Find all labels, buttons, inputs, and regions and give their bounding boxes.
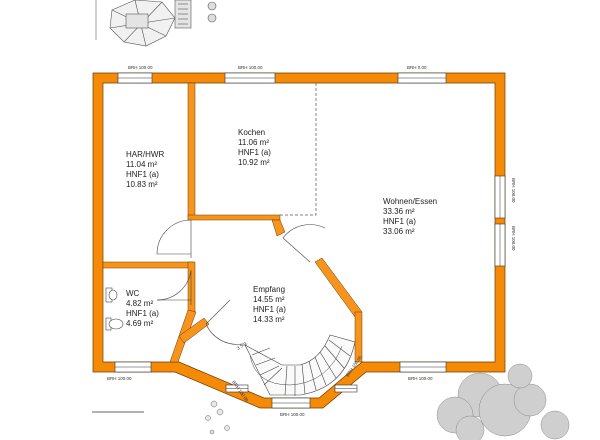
room-hnf: HNF1 (a)	[383, 217, 416, 226]
exterior-wall	[92, 72, 506, 409]
room-label-har-hwr: HAR/HWR 11.04 m² HNF1 (a) 10.83 m²	[126, 150, 164, 189]
room-area: 4.82 m²	[126, 299, 153, 308]
sink-icon	[105, 287, 118, 303]
room-label-empfang: Empfang 14.55 m² HNF1 (a) 14.33 m²	[253, 285, 286, 324]
window-sill-height-label: BRH 0.00	[407, 65, 427, 70]
window-sill-height-label: BRH 100.00	[408, 376, 433, 381]
terrace-tree-icon	[109, 0, 217, 47]
kitchen-partition	[280, 83, 317, 216]
window-sill-height-label: BRH 100.00	[128, 65, 153, 70]
bush-icon	[436, 363, 570, 440]
room-name: WC	[126, 289, 140, 298]
room-name: Empfang	[253, 285, 285, 294]
room-name: Kochen	[238, 128, 265, 137]
toilet-icon	[105, 317, 124, 331]
room-net-area: 4.69 m²	[126, 319, 153, 328]
room-net-area: 10.92 m²	[238, 158, 270, 167]
room-hnf: HNF1 (a)	[126, 309, 159, 318]
room-label-wc: WC 4.82 m² HNF1 (a) 4.69 m²	[126, 289, 159, 328]
room-net-area: 10.83 m²	[126, 180, 158, 189]
window-sill-height-label: BRH 100.00	[511, 226, 516, 251]
interior-walls	[102, 82, 363, 363]
room-area: 14.55 m²	[253, 295, 285, 304]
window-sill-height-label: BRH 100.00	[511, 178, 516, 203]
room-hnf: HNF1 (a)	[253, 305, 286, 314]
staircase	[244, 334, 356, 396]
door-swings	[156, 219, 326, 345]
room-area: 11.04 m²	[126, 160, 157, 169]
room-net-area: 14.33 m²	[253, 315, 285, 324]
room-label-kochen: Kochen 11.06 m² HNF1 (a) 10.92 m²	[238, 128, 271, 167]
room-hnf: HNF1 (a)	[126, 170, 159, 179]
window-sill-height-label: BRH 100.00	[238, 65, 263, 70]
room-area: 33.36 m²	[383, 207, 415, 216]
room-net-area: 33.06 m²	[383, 227, 415, 236]
room-label-wohnen-essen: Wohnen/Essen 33.36 m² HNF1 (a) 33.06 m²	[383, 197, 437, 236]
window-sill-height-label: BRH 100.00	[107, 376, 132, 381]
room-name: Wohnen/Essen	[383, 197, 437, 206]
room-hnf: HNF1 (a)	[238, 148, 271, 157]
stair-label: 3 Stg.	[236, 340, 249, 351]
room-area: 11.06 m²	[238, 138, 269, 147]
room-name: HAR/HWR	[126, 150, 164, 159]
window-sill-height-label: BRH 100.00	[280, 412, 305, 417]
small-plant-icon	[205, 400, 230, 435]
